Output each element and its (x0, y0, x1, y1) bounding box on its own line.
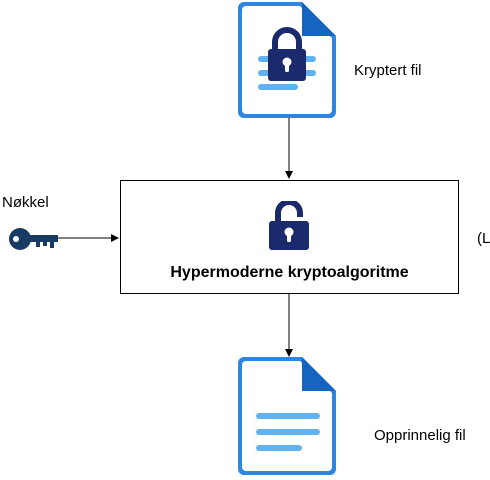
right-partial-text: (L (477, 230, 490, 247)
encrypted-file-label: Kryptert fil (354, 62, 422, 79)
key-label: Nøkkel (2, 194, 49, 211)
encrypted-file-icon (238, 2, 336, 118)
key-icon (9, 228, 58, 250)
open-lock-icon (269, 201, 309, 250)
original-file-label: Opprinnelig fil (374, 427, 466, 444)
document-icon (238, 357, 336, 475)
algorithm-title: Hypermoderne kryptoalgoritme (170, 264, 409, 281)
